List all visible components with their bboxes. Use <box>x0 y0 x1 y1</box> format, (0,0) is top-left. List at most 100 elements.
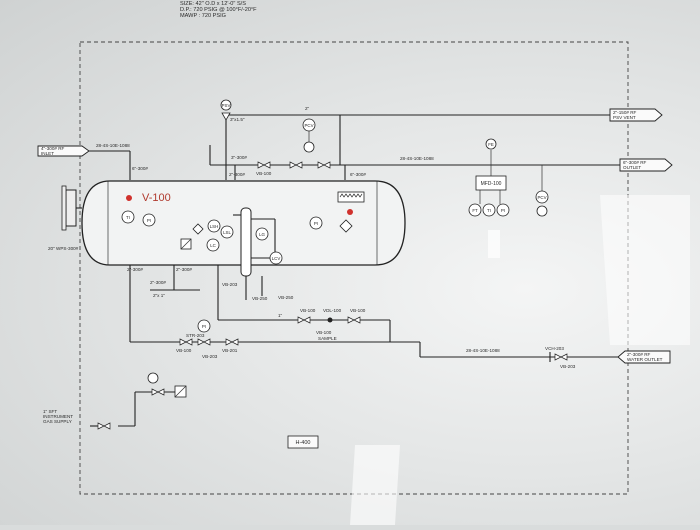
strainer-label: STR-203 <box>186 333 205 338</box>
svg-text:TI: TI <box>487 208 491 213</box>
inlet-line-number: 28-4S-10E-1088 <box>96 143 130 148</box>
lsl-instrument: LSL <box>220 225 234 239</box>
psv-inlet-size: 3"x1.5" <box>230 117 245 122</box>
sample-1in: 1" <box>278 313 283 318</box>
valve-vb203: VB-203 <box>222 282 238 287</box>
svg-text:6"-300# RF: 6"-300# RF <box>623 160 647 165</box>
gas-nozzle-size: 6"-300# <box>350 172 366 177</box>
drain-b-label: 2"-300# <box>150 280 166 285</box>
inlet-label: INLET <box>41 151 54 156</box>
red-marker-right <box>347 209 353 215</box>
heater-tag: H-400 <box>296 440 311 446</box>
valve-vb250: VB-250 <box>252 296 268 301</box>
inlet-arrow <box>37 145 90 157</box>
pi-instrument: PI <box>142 213 156 227</box>
lg-gauge: LG <box>255 227 269 241</box>
diamond-interlock-left <box>192 223 204 235</box>
svg-text:LC: LC <box>210 243 216 248</box>
top-line-2in: 2" <box>305 106 310 111</box>
svg-text:PI: PI <box>314 221 318 226</box>
psv-vent-stream: 2"-150# RF PSV VENT <box>609 108 663 122</box>
svg-text:PSV: PSV <box>222 103 231 108</box>
svg-text:TI: TI <box>126 215 130 220</box>
svg-text:PCV: PCV <box>304 123 313 128</box>
svg-text:OUTLET: OUTLET <box>623 165 641 170</box>
water-line-number: 28-4S-10E-1088 <box>466 348 500 353</box>
svg-text:2"-150# RF: 2"-150# RF <box>613 110 637 115</box>
manway-nozzle-note: 20" WPS-300# <box>48 246 79 251</box>
valve-vb100b: VB-100 <box>300 308 316 313</box>
mist-pad <box>337 191 365 203</box>
lc-instrument <box>180 238 192 250</box>
inlet-size: 4"-300# RF <box>41 146 65 151</box>
water-outlet-stream: 2"-300# RF WATER OUTLET <box>617 350 671 364</box>
lg-instrument: LC <box>206 238 220 252</box>
level-bridle <box>240 207 252 277</box>
gas-outlet-stream: 6"-300# RF OUTLET <box>619 158 673 172</box>
top-3in-label: 3"-300# <box>231 155 247 160</box>
meter-run: MFD-100 FE FT TI PI <box>468 138 510 217</box>
svg-text:PCV: PCV <box>537 195 546 200</box>
meter-tag: MFD-100 <box>481 181 502 187</box>
svg-text:FE: FE <box>488 142 494 147</box>
glare-right <box>600 195 690 345</box>
svg-text:PSV VENT: PSV VENT <box>613 115 636 120</box>
diamond-interlock-right <box>339 219 353 233</box>
lsh-instrument: LSH <box>207 219 221 233</box>
inlet-stream: 4"-300# RF INLET <box>37 145 90 157</box>
svg-text:PI: PI <box>147 218 151 223</box>
sample-label: SAMPLE <box>318 336 337 341</box>
svg-text:LSH: LSH <box>210 224 219 229</box>
svg-text:2"-300# RF: 2"-300# RF <box>627 352 651 357</box>
bypass-label: 2"-300# <box>229 172 245 177</box>
gas-bypass-valves <box>257 161 331 169</box>
instrument-gas-regulator <box>97 372 187 430</box>
svg-text:PI: PI <box>202 324 206 329</box>
lcv-valve: LCV <box>269 251 283 265</box>
svg-text:LCV: LCV <box>272 256 281 261</box>
psv-mid: PI <box>309 216 323 230</box>
svg-text:PI: PI <box>501 208 505 213</box>
ti-instrument: TI <box>121 210 135 224</box>
water-control-valves <box>179 338 239 346</box>
red-marker-left <box>126 195 132 201</box>
svg-text:LG: LG <box>259 232 265 237</box>
skid-boundary <box>79 41 629 495</box>
check-valve <box>549 352 568 362</box>
instrument-gas-label-2: GAS SUPPLY <box>43 419 72 424</box>
instrument-gas-label: INSTRUMENT <box>43 414 73 419</box>
psv-valve: PSV <box>220 99 232 121</box>
pcv-outlet: PCV <box>535 165 549 217</box>
sample-valves <box>297 316 361 324</box>
svg-text:FT: FT <box>472 208 478 213</box>
glare-small <box>488 230 500 258</box>
valve-vdl100: VDL-100 <box>323 308 342 313</box>
glare-bottom <box>350 445 400 525</box>
drain-a-label: 2"-300# <box>127 267 143 272</box>
gas-line-number: 28-4S-10E-1088 <box>400 156 434 161</box>
svg-text:WATER OUTLET: WATER OUTLET <box>627 357 663 362</box>
vessel-tag: V-100 <box>142 192 171 204</box>
valve-vb203c: VB-203 <box>560 364 576 369</box>
valve-vb250b: VB-250 <box>278 295 294 300</box>
size-note: SIZE: 42" O.D x 12'-0" S/S <box>180 1 246 7</box>
svg-text:LSL: LSL <box>223 230 231 235</box>
instrument-gas-size: 1" SFT <box>43 409 57 414</box>
valve-vb100e: VB-100 <box>316 330 332 335</box>
design-pressure-note: D.P.: 720 PSIG @ 100°F/-20°F <box>180 7 257 13</box>
inlet-nozzle-size: 6"-300# <box>132 166 148 171</box>
heater-tag-box <box>287 435 319 449</box>
valve-vb100: VB-100 <box>256 171 272 176</box>
valve-vb203b: VB-203 <box>202 354 218 359</box>
valve-vb100d: VB-100 <box>176 348 192 353</box>
pcv-valve: PCV <box>302 118 316 153</box>
reducer-label: 2"x 1" <box>153 293 165 298</box>
drain-c-label: 2"-300# <box>176 267 192 272</box>
lcv-water: PI <box>197 319 211 333</box>
mawp-note: MAWP : 720 PSIG <box>180 13 226 19</box>
valve-vch203: VCH-203 <box>545 346 564 351</box>
valve-vb201: VB-201 <box>222 348 238 353</box>
valve-vb100c: VB-100 <box>350 308 366 313</box>
